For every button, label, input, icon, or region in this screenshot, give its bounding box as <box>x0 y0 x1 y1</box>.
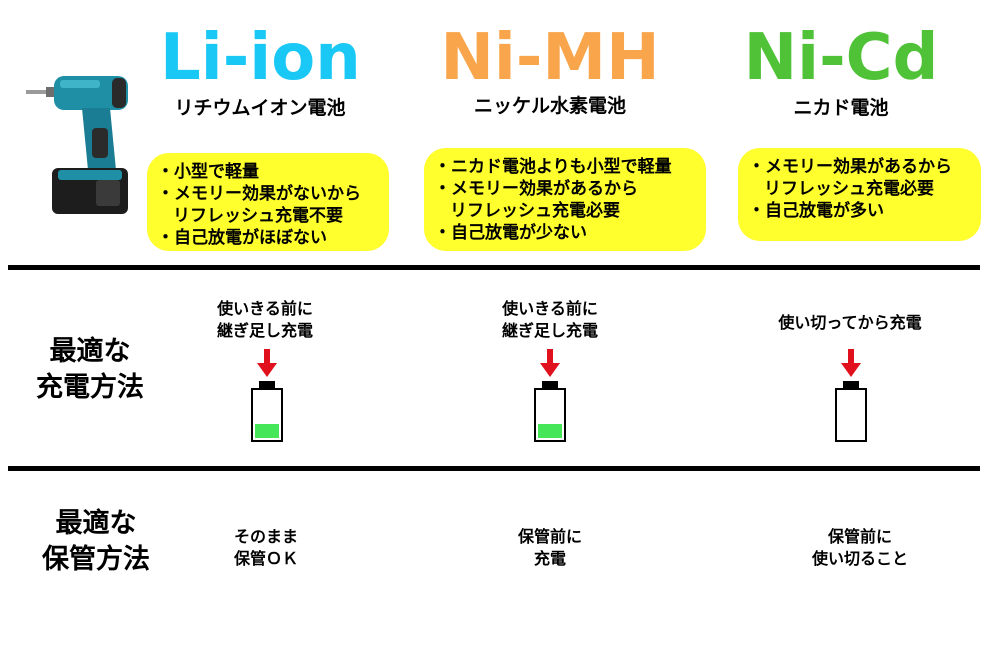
charging-label-line: 充電方法 <box>36 372 144 403</box>
method-line: 継ぎ足し充電 <box>501 321 598 340</box>
battery-icon <box>835 381 867 442</box>
down-arrow-icon <box>540 349 560 377</box>
charging-method-label: 最適な 充電方法 <box>20 334 160 406</box>
storage-line: 充電 <box>533 549 566 568</box>
ni-cd-subtitle: ニカド電池 <box>793 97 889 119</box>
storage-label-line: 最適な <box>55 508 137 539</box>
divider-bottom <box>8 466 980 471</box>
storage-line: 保管前に <box>517 527 582 546</box>
battery-icon <box>534 381 566 442</box>
method-line: 使い切ってから充電 <box>778 313 922 332</box>
ni-mh-charging-method: 使いきる前に 継ぎ足し充電 <box>470 298 630 342</box>
feature-line: ・ニカド電池よりも小型で軽量 <box>434 157 672 177</box>
feature-line: リフレッシュ充電必要 <box>764 179 934 199</box>
storage-label-line: 保管方法 <box>42 544 150 575</box>
storage-method-label: 最適な 保管方法 <box>26 506 166 578</box>
feature-line: ・メモリー効果がないから <box>157 184 361 204</box>
down-arrow-icon <box>841 349 861 377</box>
li-ion-features: ・小型で軽量 ・メモリー効果がないから リフレッシュ充電不要 ・自己放電がほぼな… <box>147 153 389 251</box>
battery-icon <box>251 381 283 442</box>
divider-top <box>8 265 980 270</box>
feature-line: ・メモリー効果があるから <box>748 157 952 177</box>
feature-line: ・自己放電が少ない <box>434 223 587 243</box>
storage-line: 保管ＯＫ <box>233 549 298 568</box>
feature-line: リフレッシュ充電不要 <box>173 206 343 226</box>
impact-driver-icon <box>26 76 128 214</box>
method-line: 使いきる前に <box>502 299 598 318</box>
feature-line: ・小型で軽量 <box>157 162 259 182</box>
method-line: 使いきる前に <box>217 299 313 318</box>
feature-line: ・自己放電がほぼない <box>157 228 327 248</box>
li-ion-subtitle: リチウムイオン電池 <box>174 97 346 119</box>
ni-mh-title: Ni-MH <box>440 21 660 95</box>
storage-line: 保管前に <box>827 527 892 546</box>
feature-line: ・自己放電が多い <box>748 201 884 221</box>
li-ion-title: Li-ion <box>160 21 361 95</box>
method-line: 継ぎ足し充電 <box>216 321 313 340</box>
ni-cd-title: Ni-Cd <box>743 21 939 95</box>
ni-mh-features: ・ニカド電池よりも小型で軽量 ・メモリー効果があるから リフレッシュ充電必要 ・… <box>424 148 706 251</box>
ni-mh-storage-method: 保管前に 充電 <box>480 526 620 570</box>
storage-line: 使い切ること <box>811 549 908 568</box>
storage-line: そのまま <box>233 527 298 546</box>
feature-line: リフレッシュ充電必要 <box>450 201 620 221</box>
li-ion-storage-method: そのまま 保管ＯＫ <box>196 526 336 570</box>
ni-cd-charging-method: 使い切ってから充電 <box>750 312 950 334</box>
charging-label-line: 最適な <box>49 336 131 367</box>
ni-cd-features: ・メモリー効果があるから リフレッシュ充電必要 ・自己放電が多い <box>738 148 981 241</box>
li-ion-charging-method: 使いきる前に 継ぎ足し充電 <box>185 298 345 342</box>
down-arrow-icon <box>257 349 277 377</box>
ni-mh-subtitle: ニッケル水素電池 <box>473 95 626 117</box>
feature-line: ・メモリー効果があるから <box>434 179 638 199</box>
ni-cd-storage-method: 保管前に 使い切ること <box>780 526 940 570</box>
